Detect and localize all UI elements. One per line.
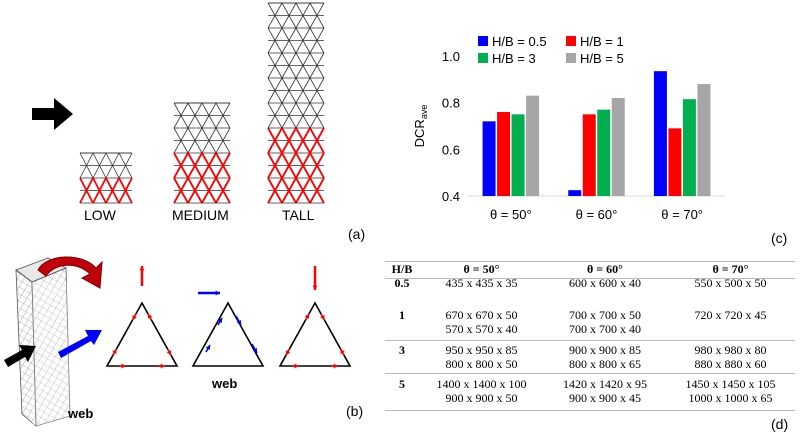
triangle-gravity [278,301,352,367]
building-medium [173,102,231,204]
y-tick-label: 0.8 [442,96,460,111]
wind-load-arrow [32,98,73,130]
legend-swatch [566,36,576,46]
header-theta-50: θ = 50° [463,262,500,276]
cell-hb: 5 [399,377,405,391]
legend-swatch [566,53,576,63]
y-tick-label: 0.6 [442,142,460,157]
y-tick-label: 0.4 [442,189,460,204]
legend-label: H/B = 3 [492,51,536,66]
label-tall: TALL [282,207,315,223]
y-tick-label: 1.0 [442,49,460,64]
panel-letter-a: (a) [348,226,366,242]
diagrid-buildings-figure [32,2,325,204]
bar [611,98,625,196]
cell: 720 x 720 x 45 [694,308,767,322]
legend-swatch [478,36,488,46]
torsion-arrow [37,256,103,289]
bar [682,99,696,196]
triangle-shear [191,301,265,367]
blue-force-arrows [198,290,258,354]
header-hb: H/B [391,262,413,276]
bar [697,84,711,196]
triangle-vertical-load [105,301,179,367]
bar [668,128,682,196]
legend-label: H/B = 0.5 [492,34,547,49]
web-label-triangle: web [212,376,238,391]
bar [511,114,525,196]
building-low [79,152,133,204]
cell-hb: 1 [399,308,405,322]
header-theta-70: θ = 70° [712,262,749,276]
red-force-arrows-3 [285,266,345,369]
y-axis-label: DCRave [412,105,429,148]
bar [653,71,667,196]
cell: 600 x 600 x 40 [569,276,641,290]
building-tall [267,2,325,204]
legend-swatch [478,53,488,63]
panel-letter-c: (c) [771,230,788,246]
label-medium: MEDIUM [172,207,229,223]
table-header-row: H/B θ = 50° θ = 60° θ = 70° [385,262,795,276]
bar [597,109,611,196]
bar [568,190,582,196]
bar [582,114,596,196]
3d-building [15,257,71,427]
x-tick-label: θ = 70° [661,207,703,222]
bar [526,95,540,196]
panel-letter-d: (d) [771,416,789,432]
label-low: LOW [84,207,116,223]
cell: 550 x 500 x 50 [694,276,767,290]
dimensions-table: H/B θ = 50° θ = 60° θ = 70° 0.5 435 x 43… [385,262,795,407]
web-diagram-figure [4,256,352,427]
table-row: 0.5 435 x 435 x 35 600 x 600 x 40 550 x … [385,276,795,308]
shear-arrow-blue [58,330,102,358]
bar [482,121,496,196]
bar [497,112,511,196]
wind-arrow-black [4,345,36,367]
cell: 435 x 435 x 35 [445,276,518,290]
web-label-building: web [68,406,94,421]
x-tick-label: θ = 50° [490,207,532,222]
legend-label: H/B = 5 [580,51,624,66]
x-tick-label: θ = 60° [576,207,618,222]
cell-hb: 3 [399,343,405,357]
panel-letter-b: (b) [346,403,364,419]
header-theta-60: θ = 60° [587,262,623,276]
cell-hb: 0.5 [394,276,410,290]
legend-label: H/B = 1 [580,34,624,49]
red-force-arrows-1 [112,266,172,369]
